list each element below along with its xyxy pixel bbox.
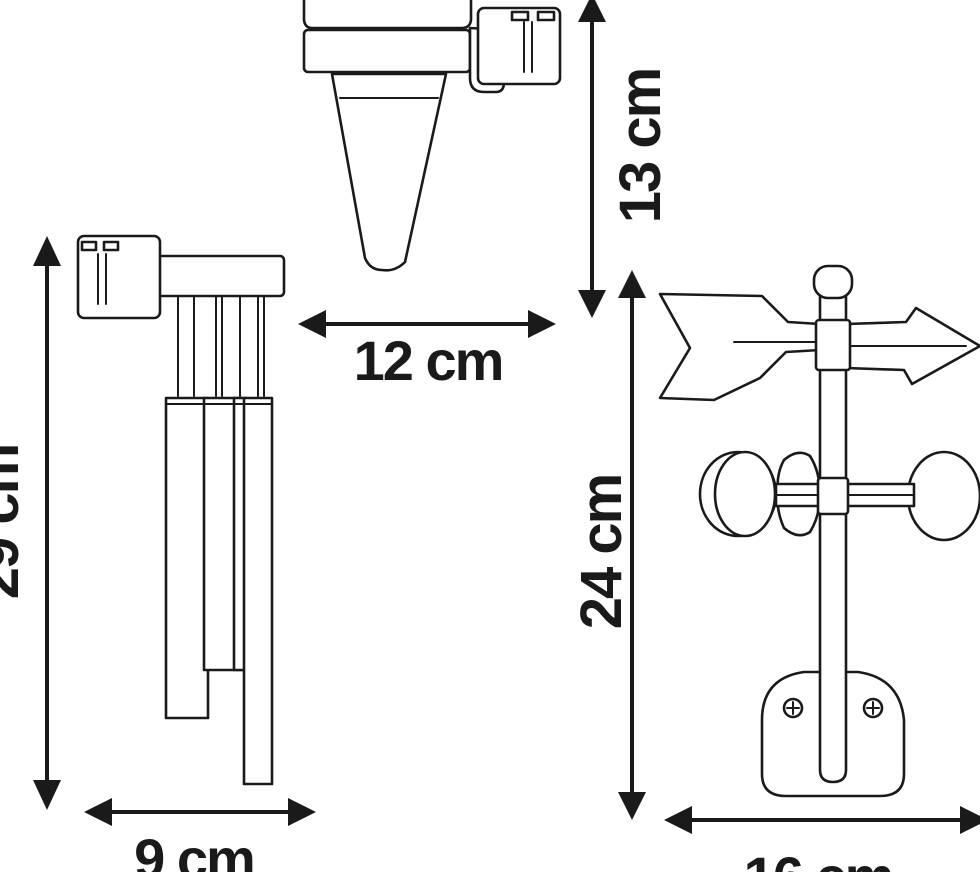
rain-gauge-width-arrow: [298, 310, 556, 338]
weather-vane-width-label: 16 cm: [744, 845, 893, 872]
rain-gauge-height-arrow: [578, 0, 606, 318]
weather-vane-height-label: 24 cm: [569, 475, 634, 629]
weather-vane-width-arrow: [664, 806, 980, 834]
weather-vane-drawing: [658, 264, 980, 798]
weather-vane-height-arrow: [618, 270, 646, 820]
wind-chime-drawing: [76, 234, 286, 786]
wind-chime-width-label: 9 cm: [134, 827, 254, 872]
wind-chime-height-label: 29 cm: [0, 445, 31, 599]
rain-gauge-width-label: 12 cm: [354, 329, 503, 392]
rain-gauge-height-label: 13 cm: [608, 69, 673, 223]
wind-chime-height-arrow: [33, 236, 61, 810]
rain-gauge-drawing: [302, 0, 562, 272]
wind-chime-width-arrow: [84, 798, 316, 826]
